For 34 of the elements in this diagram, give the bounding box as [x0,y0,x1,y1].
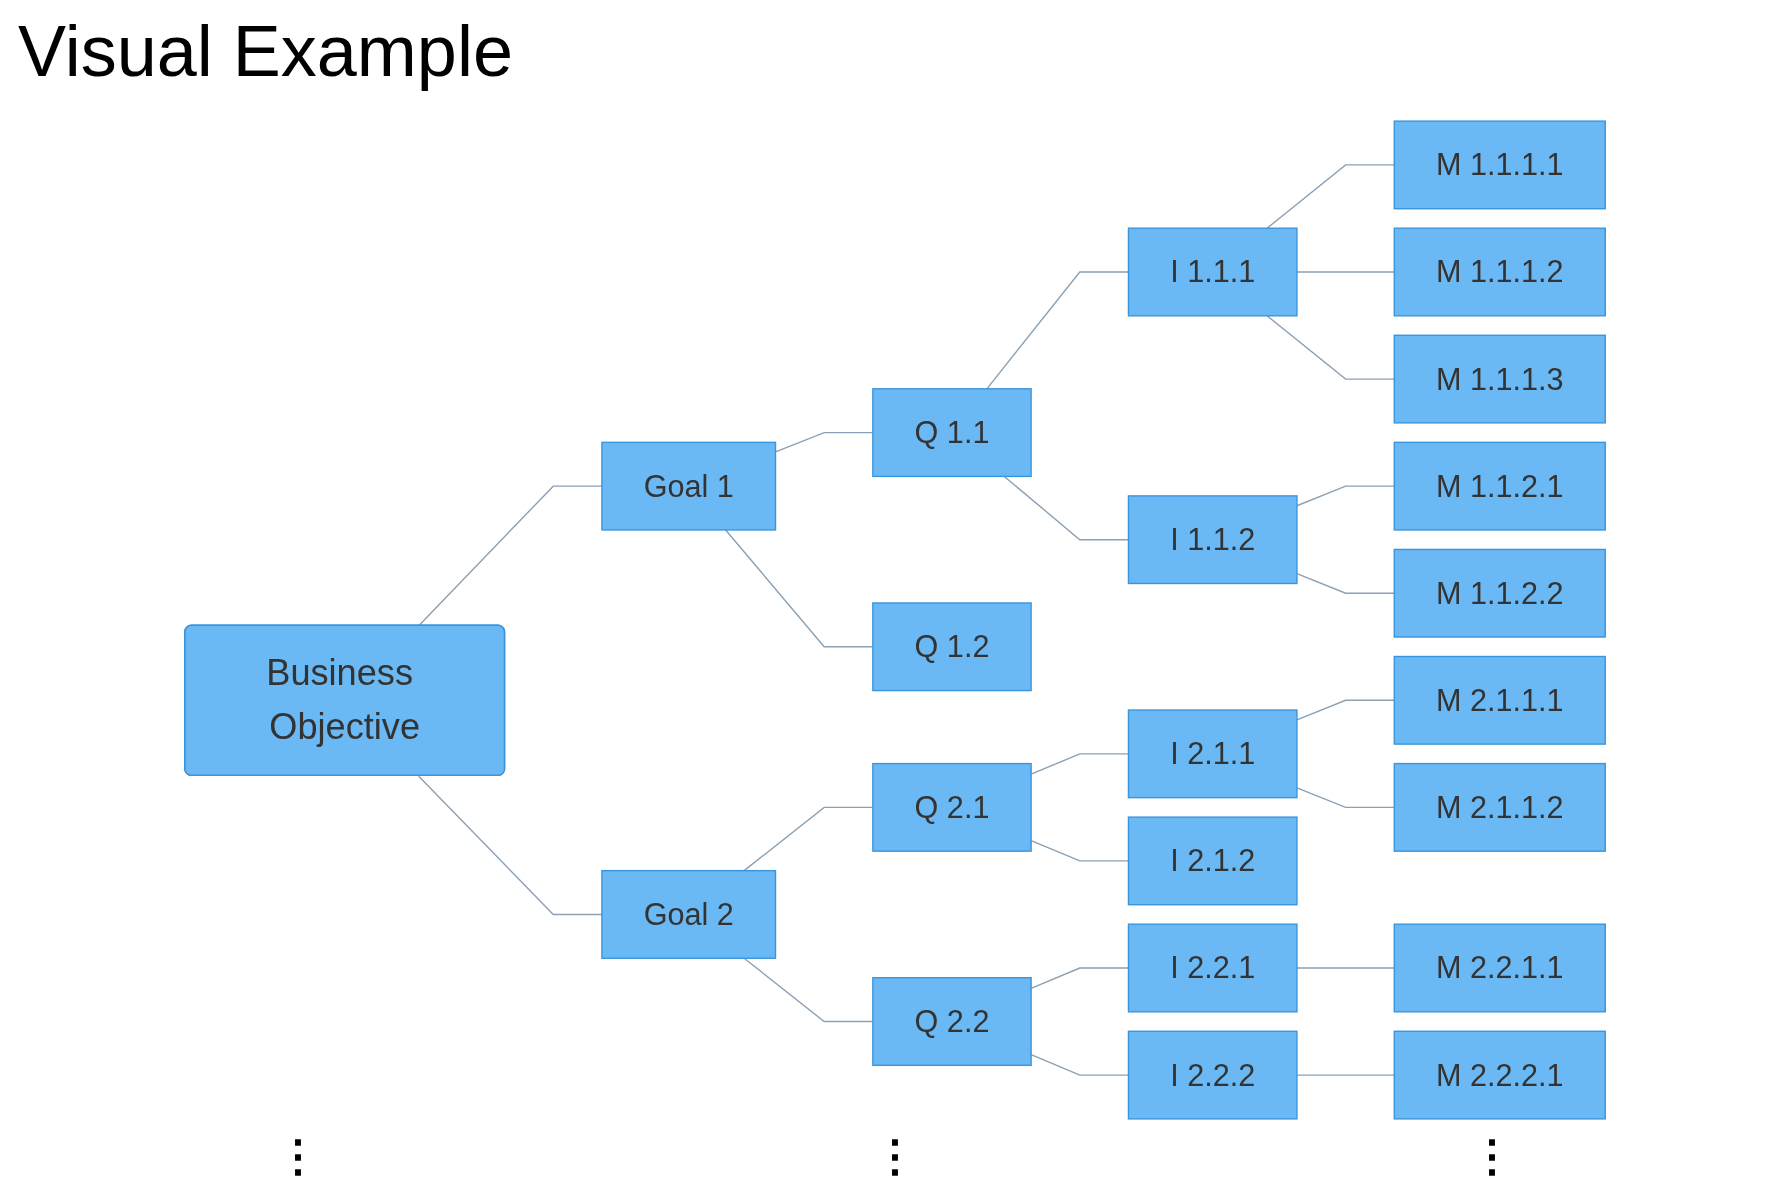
connector [1266,164,1395,229]
connector [1296,787,1395,809]
connector [1296,485,1395,507]
connector [1296,271,1395,273]
node-box: I 2.1.2 [1127,816,1298,906]
node-box: M 2.2.2.1 [1393,1030,1606,1120]
connector [1296,1074,1395,1076]
node-box: Q 2.2 [872,977,1032,1067]
node-box: M 2.2.1.1 [1393,923,1606,1013]
node-box: M 1.1.2.2 [1393,548,1606,638]
ellipsis-mark: ⋮ [1469,1130,1514,1182]
node-box: M 1.1.1.1 [1393,120,1606,210]
connector [1266,315,1395,380]
node-box: Q 1.2 [872,602,1032,692]
node-box: M 1.1.1.2 [1393,227,1606,317]
node-box: M 1.1.2.1 [1393,441,1606,531]
node-box: M 2.1.1.2 [1393,762,1606,852]
node-box: I 2.2.2 [1127,1030,1298,1120]
node-box: I 2.1.1 [1127,709,1298,799]
connector [1296,699,1395,721]
ellipsis-mark: ⋮ [873,1130,917,1182]
node-box: M 1.1.1.3 [1393,334,1606,424]
node-box: M 2.1.1.1 [1393,655,1606,745]
node-box: Q 1.1 [872,388,1032,478]
ellipsis-mark: ⋮ [276,1130,321,1182]
node-box: I 1.1.1 [1127,227,1298,317]
node-box: I 2.2.1 [1127,923,1298,1013]
node-box: Goal 2 [601,869,777,959]
title: Visual Example [18,10,513,92]
connector [1296,967,1395,969]
node-box: Goal 1 [601,441,777,531]
node-box: Q 2.1 [872,762,1032,852]
connector [1296,572,1395,594]
node-box: I 1.1.2 [1127,495,1298,585]
